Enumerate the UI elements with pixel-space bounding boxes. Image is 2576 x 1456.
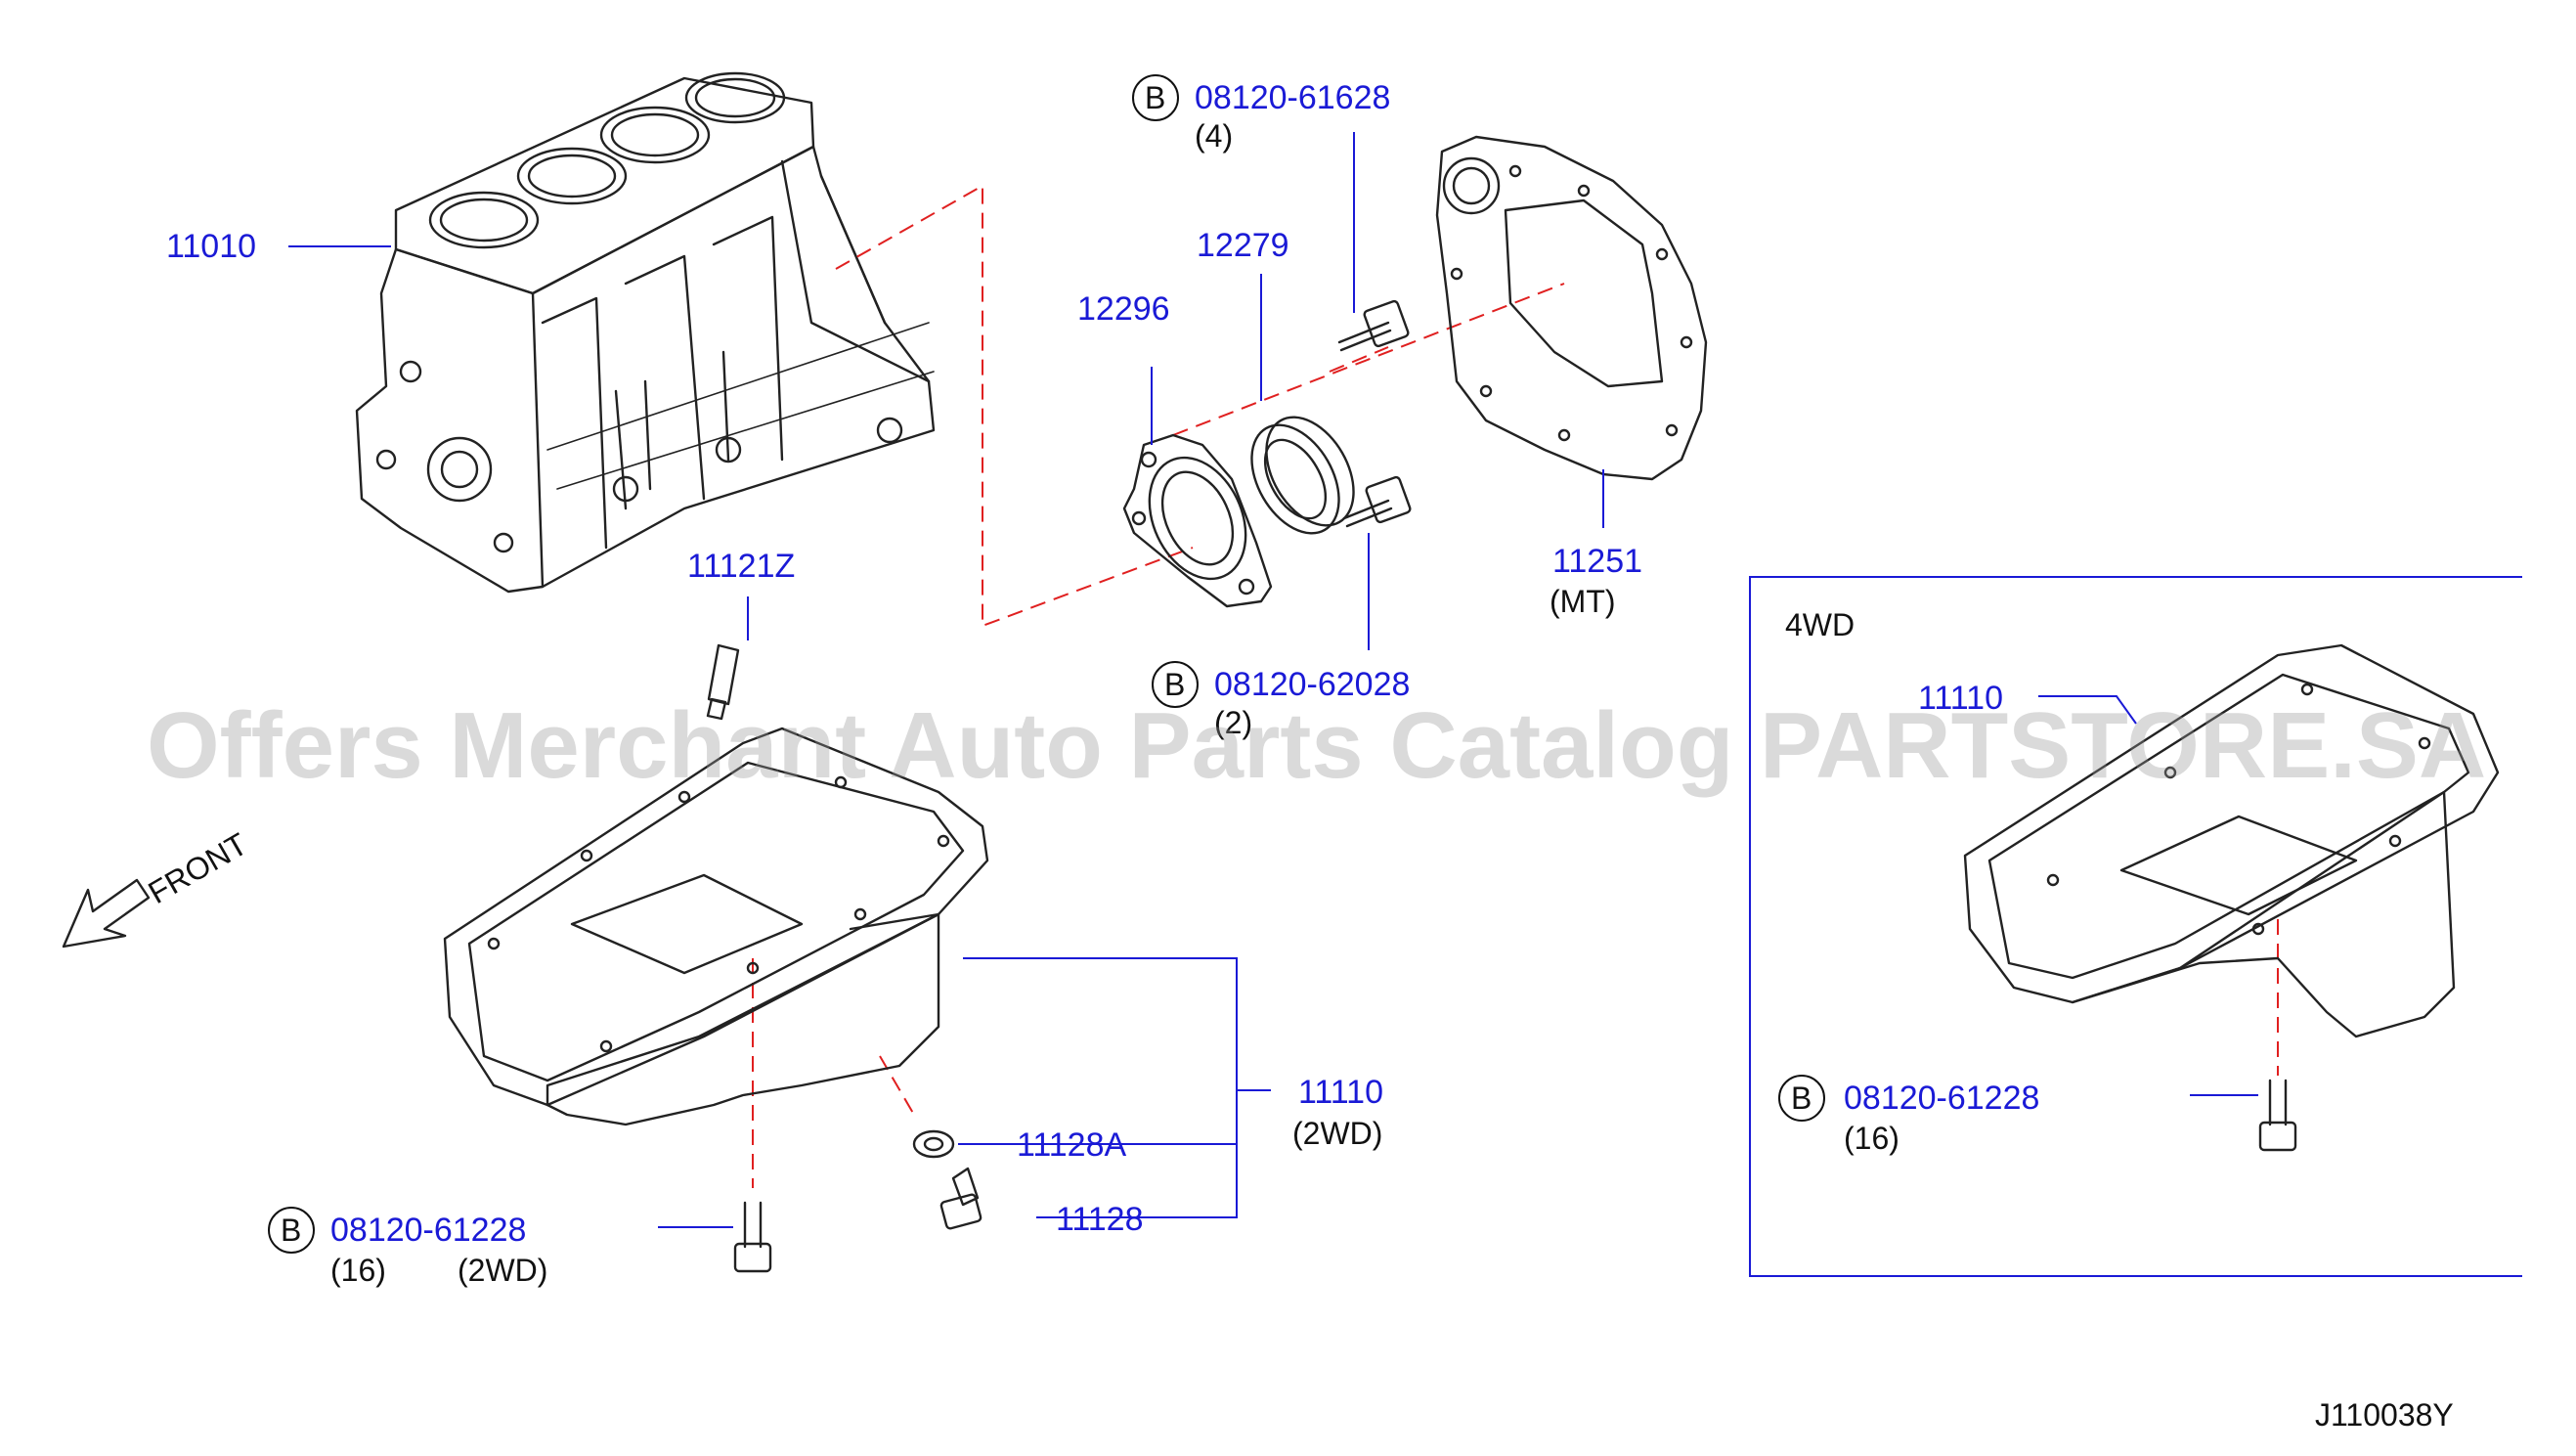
callout-top-bolt[interactable]: B 08120-61628 (4) <box>1132 74 1390 154</box>
bolt-4wd-prefix: B <box>1791 1081 1812 1116</box>
pan-bolt-4wd-drawing[interactable] <box>2258 1079 2297 1152</box>
label-oil-seal-retainer[interactable]: 12296 <box>1077 290 1170 328</box>
label-oil-pan-2wd[interactable]: 11110 <box>1298 1074 1383 1111</box>
variant-box-4wd <box>1749 576 2522 1277</box>
bolt-mid-drawing[interactable] <box>1342 475 1412 528</box>
bolt-4wd-qty: (16) <box>1844 1121 1899 1156</box>
rear-oil-seal-drawing[interactable] <box>1234 402 1372 549</box>
label-drain-washer[interactable]: 11128A <box>1017 1126 1126 1164</box>
bolt-4wd-number[interactable]: 08120-61228 <box>1844 1080 2039 1117</box>
callout-mid-bolt[interactable]: B 08120-62028 (2) <box>1152 661 1410 740</box>
label-oil-pan-4wd[interactable]: 11110 <box>1918 680 2003 717</box>
front-arrow-icon <box>62 878 151 949</box>
bolt-mid-qty: (2) <box>1214 705 1252 740</box>
watermark: Offers Merchant Auto Parts Catalog PARTS… <box>147 693 2486 798</box>
pan-bolt-2wd-drawing[interactable] <box>733 1201 772 1273</box>
bolt-2wd-qty: (16) <box>330 1253 386 1288</box>
callout-pan-bolt-2wd[interactable]: B 08120-61228 (16) (2WD) <box>268 1207 547 1288</box>
label-cylinder-block[interactable]: 11010 <box>166 228 256 265</box>
bolt-top-qty: (4) <box>1195 118 1233 154</box>
alignment-dashed-lines <box>752 184 2279 1188</box>
diagram-id: J110038Y <box>2315 1397 2454 1433</box>
label-rear-oil-seal[interactable]: 12279 <box>1197 227 1289 264</box>
bolt-top-prefix: B <box>1145 80 1165 115</box>
label-drain-plug[interactable]: 11128 <box>1056 1201 1144 1238</box>
leader-lines <box>288 132 2258 1228</box>
rear-plate-drawing[interactable] <box>1435 135 1708 481</box>
label-rear-plate-note: (MT) <box>1550 584 1616 619</box>
drain-washer-drawing[interactable] <box>912 1129 955 1159</box>
label-oil-gauge-guide[interactable]: 11121Z <box>687 548 795 585</box>
bolt-top-number[interactable]: 08120-61628 <box>1195 79 1390 116</box>
bolt-2wd-prefix: B <box>281 1213 301 1248</box>
oil-pan-4wd-drawing[interactable] <box>1963 643 2500 1038</box>
drain-plug-drawing[interactable] <box>939 1167 982 1230</box>
label-rear-plate[interactable]: 11251 <box>1552 543 1642 580</box>
bolt-top-drawing[interactable] <box>1337 299 1410 352</box>
callout-pan-bolt-4wd[interactable]: B 08120-61228 (16) <box>1778 1075 2039 1156</box>
oil-pan-2wd-drawing[interactable] <box>443 727 989 1126</box>
bolt-mid-number[interactable]: 08120-62028 <box>1214 666 1410 703</box>
cylinder-block-drawing[interactable] <box>355 71 936 594</box>
label-front: FRONT <box>143 826 253 910</box>
oil-seal-retainer-drawing[interactable] <box>1122 433 1273 608</box>
bolt-2wd-note: (2WD) <box>458 1253 547 1288</box>
bolt-mid-prefix: B <box>1164 667 1185 702</box>
bolt-2wd-number[interactable]: 08120-61228 <box>330 1212 526 1249</box>
label-variant-4wd: 4WD <box>1785 607 1855 642</box>
label-oil-pan-2wd-note: (2WD) <box>1292 1116 1382 1151</box>
oil-gauge-guide-drawing[interactable] <box>706 643 740 721</box>
